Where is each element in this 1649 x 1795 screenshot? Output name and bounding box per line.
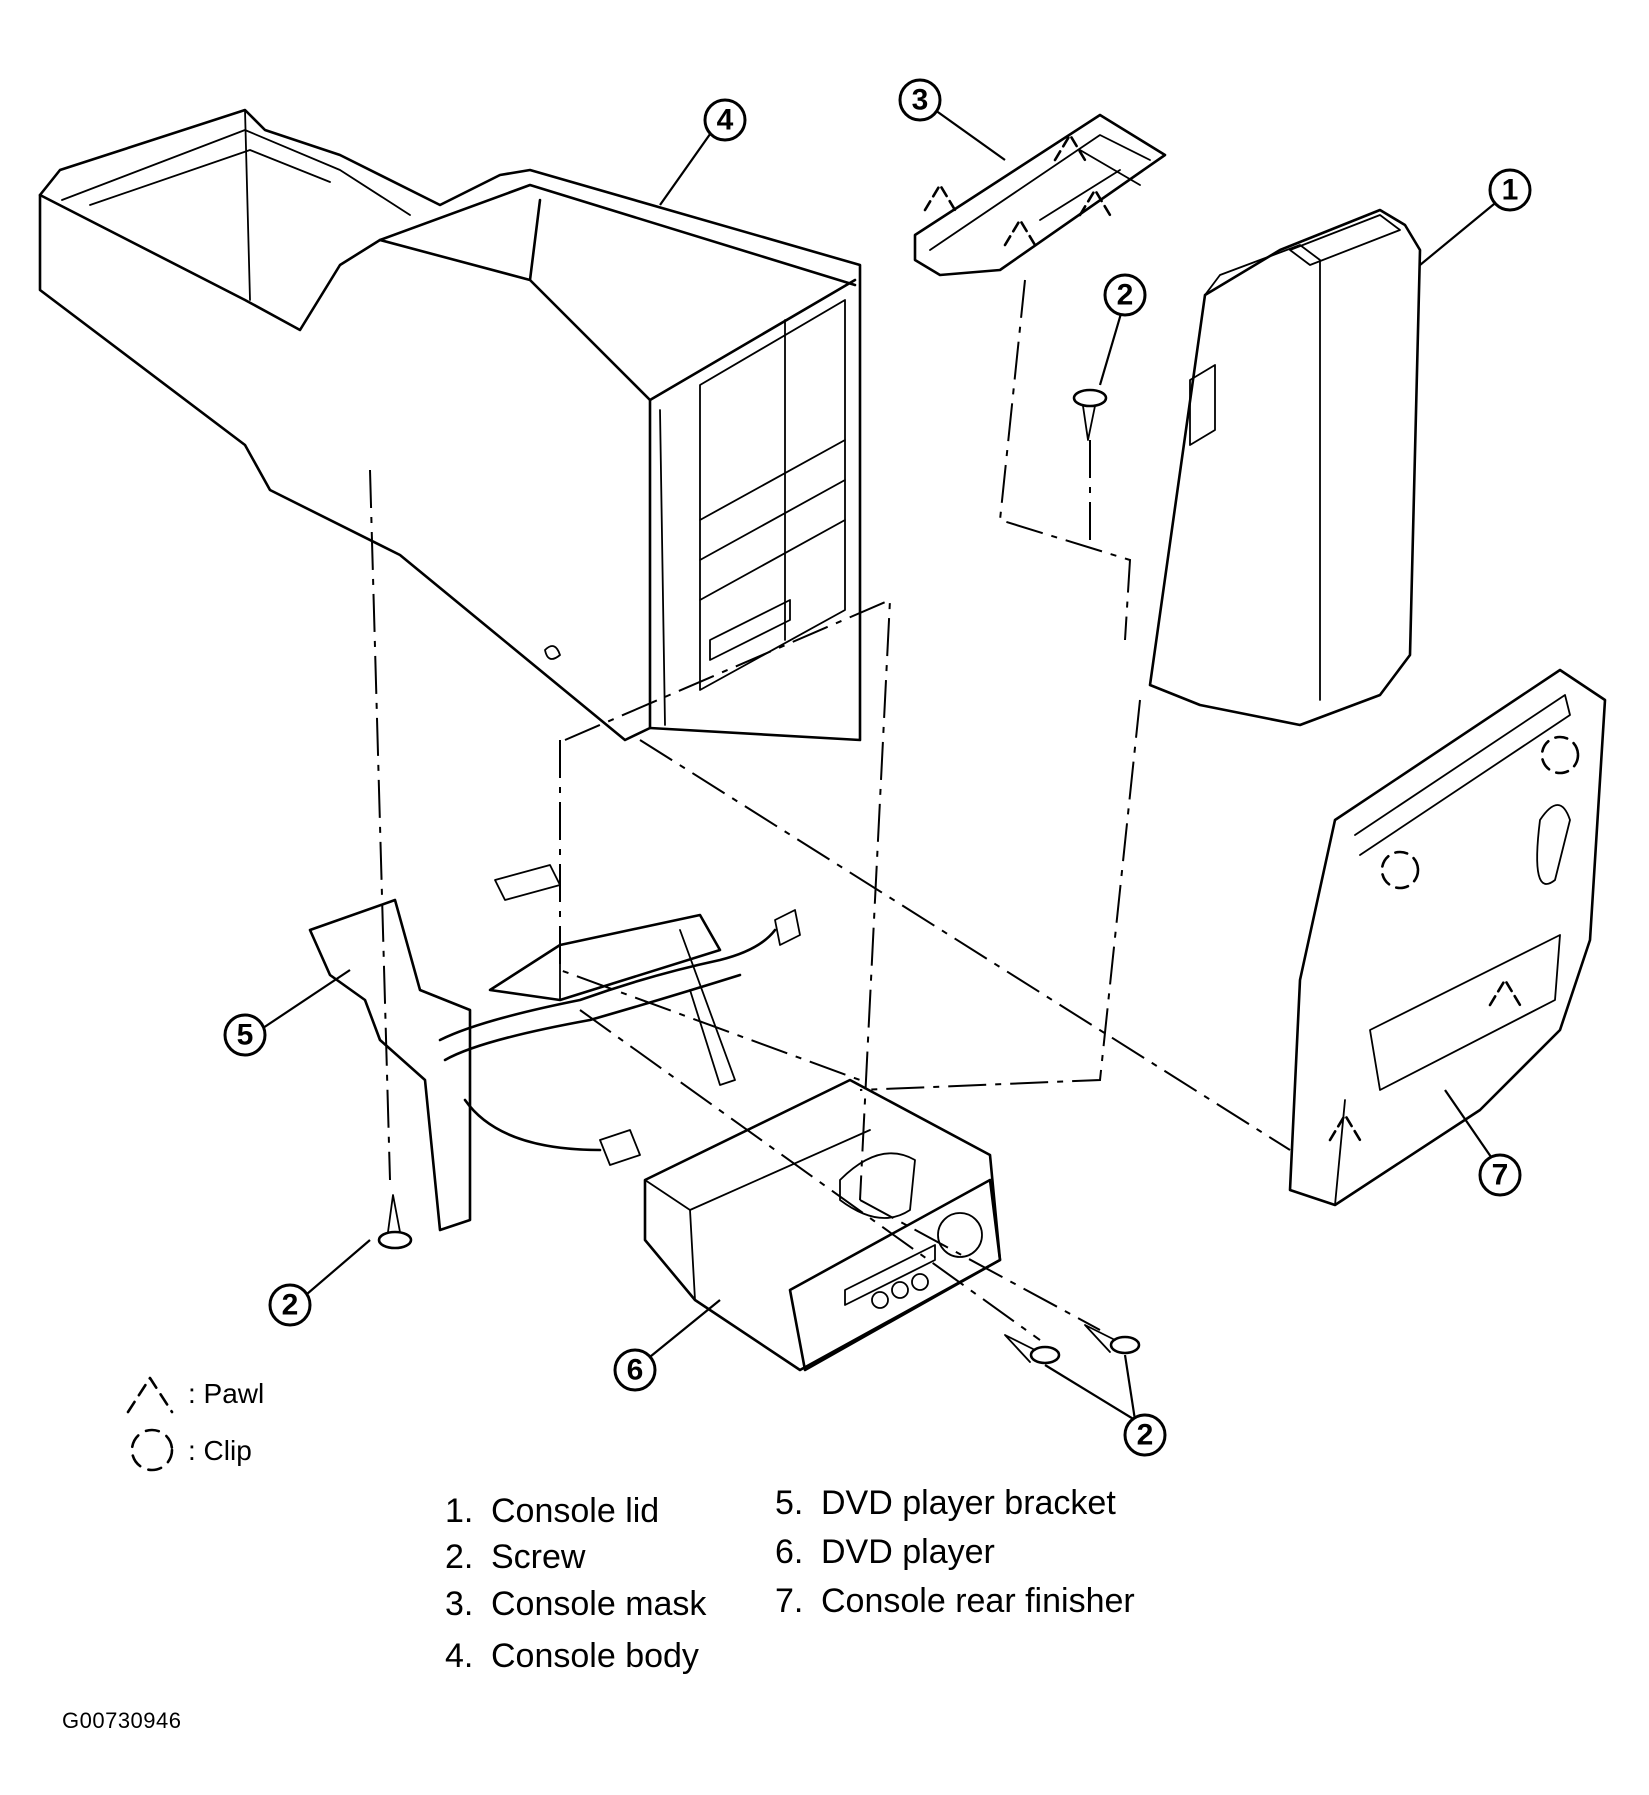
callout-7-label: 7 [1492, 1159, 1509, 1192]
dvd-player [643, 1078, 1002, 1372]
pawl-symbol-icon [126, 1376, 174, 1414]
legend-item-console-rear-finisher: 7. Console rear finisher [775, 1582, 1135, 1621]
legend-label: Console rear finisher [821, 1582, 1135, 1620]
legend-label: Console lid [491, 1492, 660, 1530]
clip-symbol-icon [130, 1428, 174, 1472]
screw-left [377, 1194, 413, 1250]
dvd-player-bracket [308, 864, 801, 1232]
legend-item-dvd-player: 6. DVD player [775, 1533, 995, 1572]
callout-5: 5 [223, 1013, 267, 1057]
callout-2-top: 2 [1103, 273, 1147, 317]
legend-label: DVD player bracket [821, 1484, 1116, 1522]
callout-4-label: 4 [717, 104, 734, 137]
legend-item-console-mask: 3. Console mask [445, 1585, 706, 1624]
console-lid [1148, 208, 1422, 727]
callout-2-label: 2 [282, 1289, 299, 1322]
legend-item-console-lid: 1. Console lid [445, 1492, 659, 1531]
legend-num: 7. [775, 1582, 804, 1620]
callout-5-label: 5 [237, 1019, 254, 1052]
callout-4: 4 [703, 98, 747, 142]
screw-right-a [1004, 1334, 1061, 1365]
figure-id: G00730946 [62, 1708, 182, 1733]
callout-2-label: 2 [1117, 279, 1134, 312]
legend-label: Console mask [491, 1585, 707, 1623]
console-rear-finisher [1288, 668, 1607, 1207]
callout-7: 7 [1478, 1153, 1522, 1197]
legend-item-console-body: 4. Console body [445, 1637, 699, 1676]
callout-6: 6 [613, 1348, 657, 1392]
callout-1: 1 [1488, 168, 1532, 212]
console-body [38, 108, 862, 742]
callout-2-label: 2 [1137, 1419, 1154, 1452]
screw-right-b [1084, 1324, 1141, 1355]
legend-num: 1. [445, 1492, 474, 1530]
legend-num: 5. [775, 1484, 804, 1522]
callout-3-label: 3 [912, 84, 929, 117]
callout-2-right: 2 [1123, 1413, 1167, 1457]
legend-item-dvd-player-bracket: 5. DVD player bracket [775, 1484, 1116, 1523]
callout-2-left: 2 [268, 1283, 312, 1327]
legend-num: 6. [775, 1533, 804, 1571]
callout-3: 3 [898, 78, 942, 122]
legend-label: DVD player [821, 1533, 995, 1571]
clip-symbol-label: : Clip [188, 1435, 252, 1466]
callout-6-label: 6 [627, 1354, 644, 1387]
screw-upper [1072, 388, 1108, 441]
pawl-symbol-label: : Pawl [188, 1378, 265, 1409]
callout-1-label: 1 [1502, 174, 1519, 207]
console-mask [913, 113, 1167, 277]
screw-group [377, 388, 1141, 1365]
alignment-lines [369, 279, 1291, 1341]
legend-label: Console body [491, 1637, 699, 1675]
legend-num: 2. [445, 1538, 474, 1576]
legend-num: 3. [445, 1585, 474, 1623]
part-markers [923, 133, 1580, 1142]
legend-label: Screw [491, 1538, 586, 1576]
legend-item-screw: 2. Screw [445, 1538, 585, 1577]
legend-num: 4. [445, 1637, 474, 1675]
